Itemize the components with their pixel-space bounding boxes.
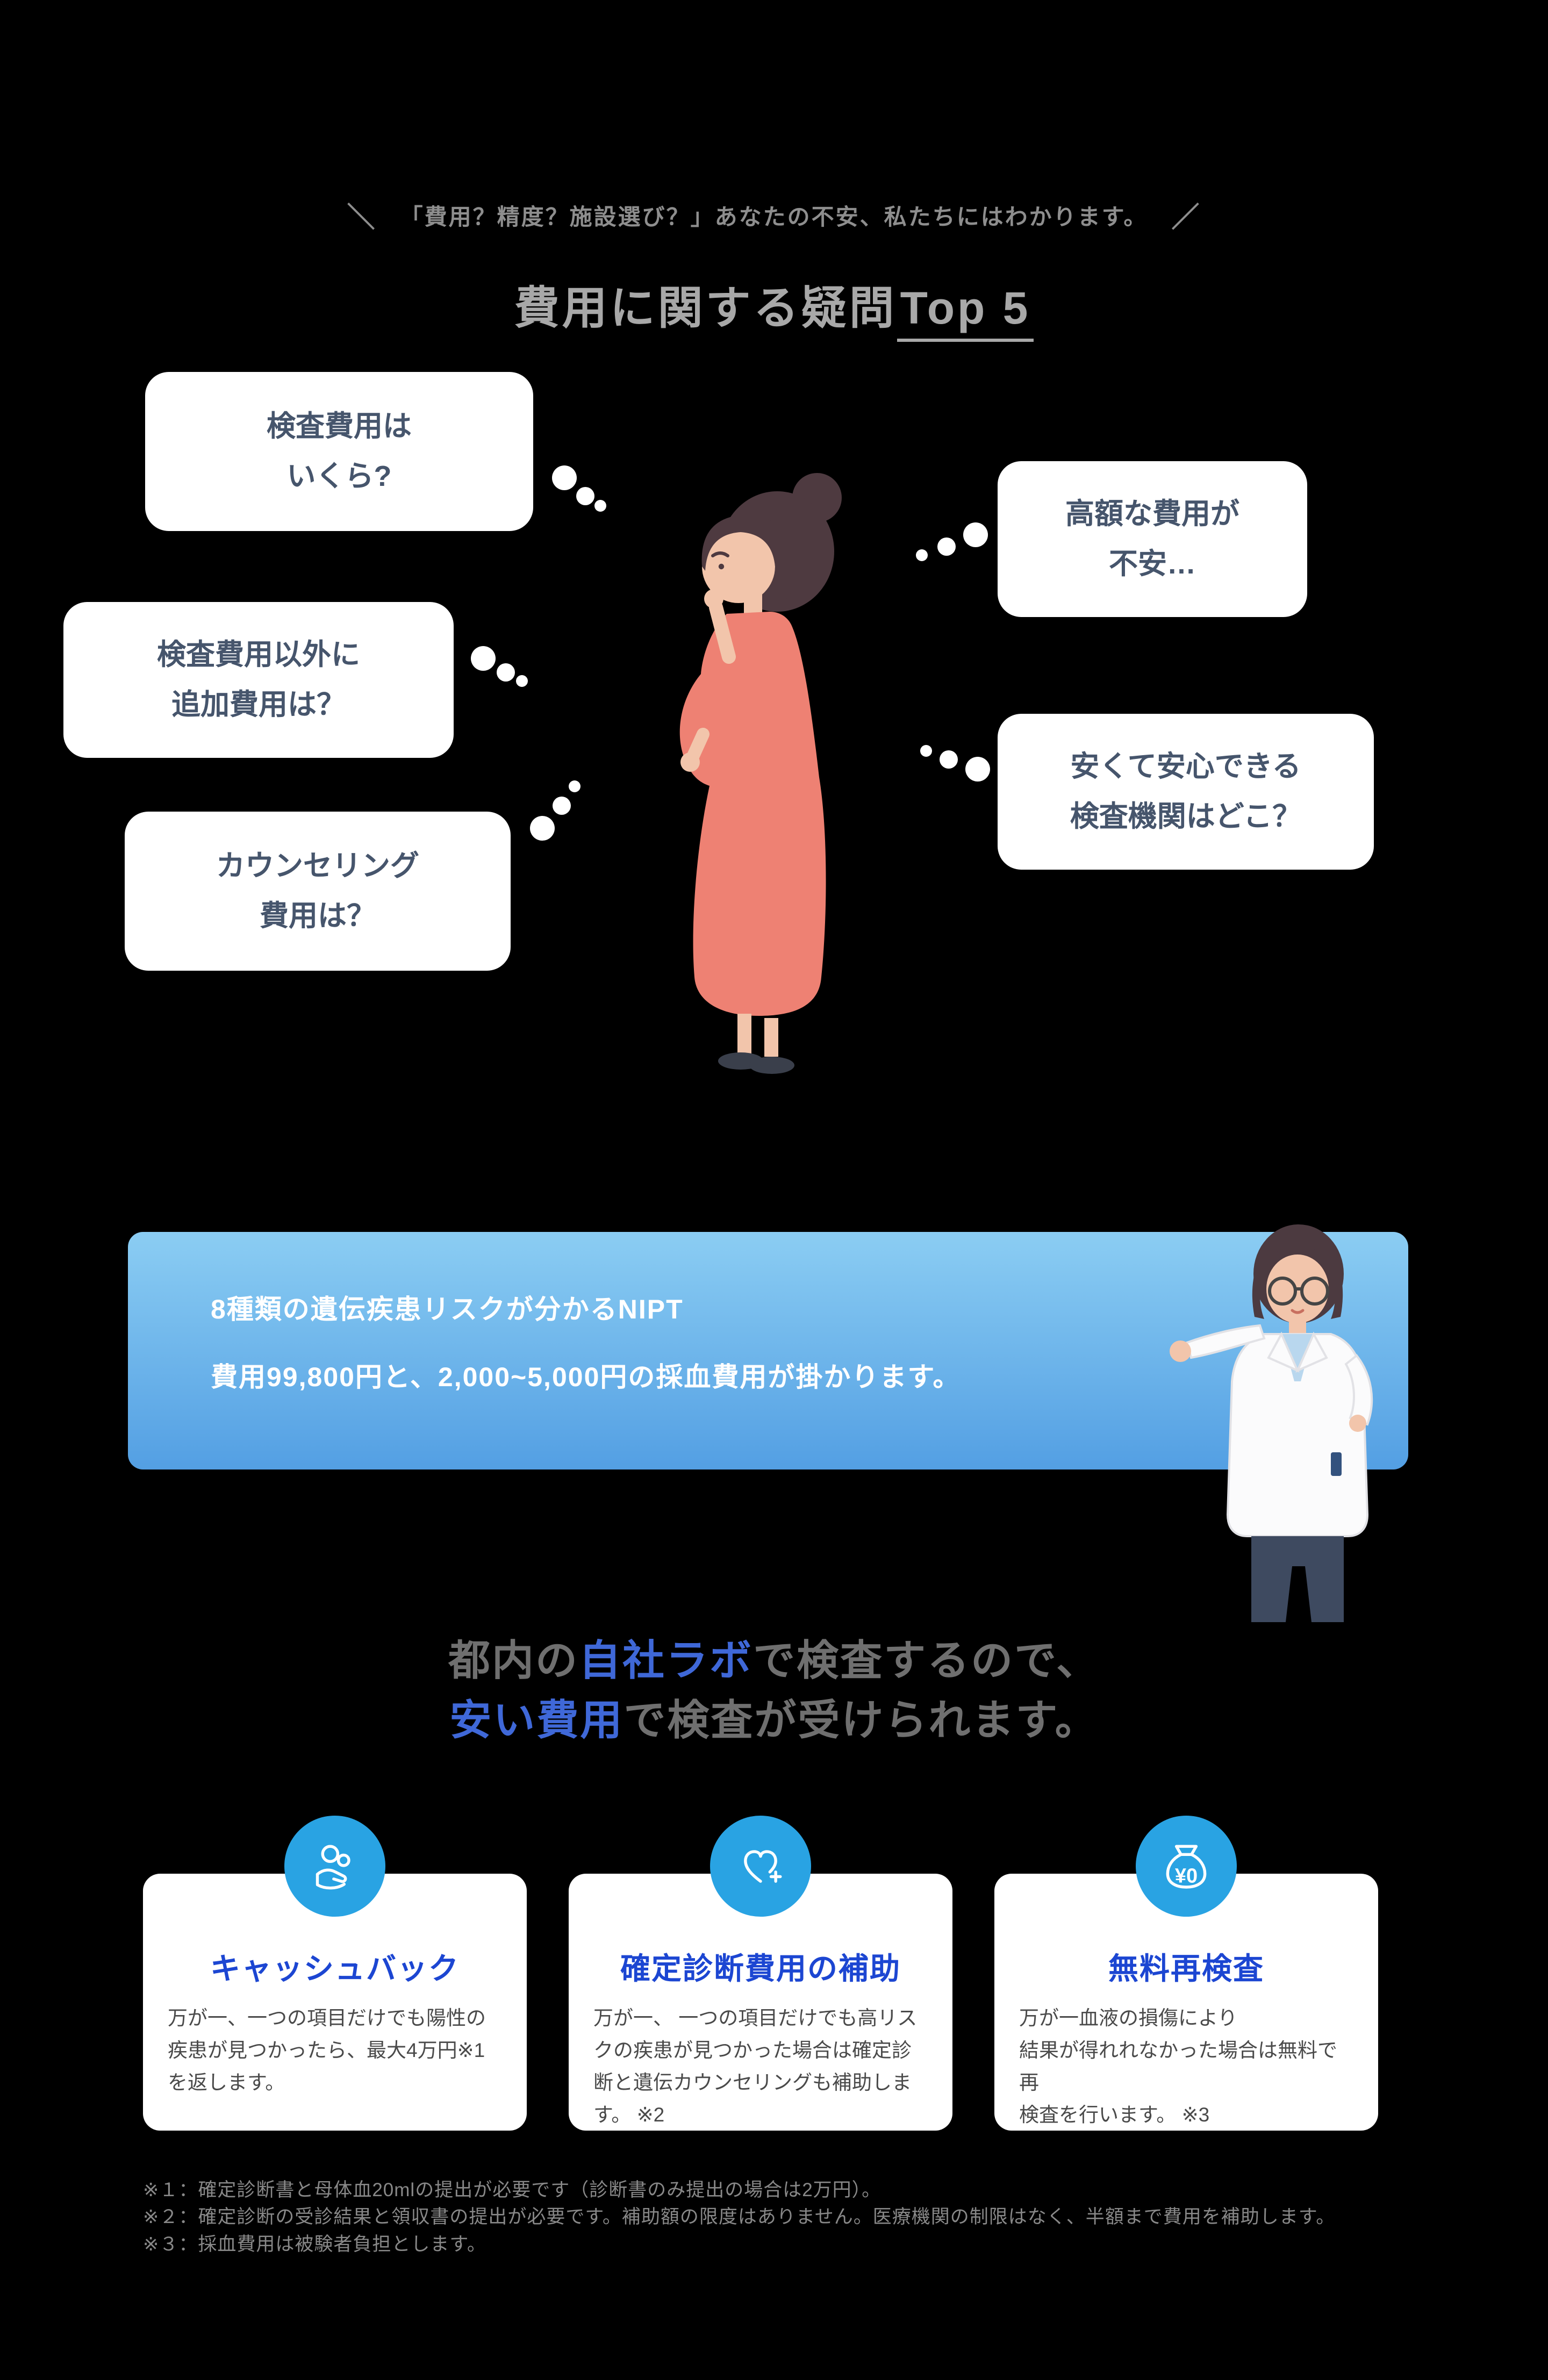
- bubble-line: 追加費用は？: [171, 689, 346, 721]
- thought-bubble-test-cost: 検査費用は いくら?: [145, 372, 533, 531]
- banner-line1: 8種類の遺伝疾患リスクが分かるNIPT: [211, 1294, 684, 1324]
- card-title: 確定診断費用の補助: [620, 1952, 901, 1985]
- bubble-line: 検査費用は: [267, 410, 412, 443]
- lab-heading-text: 都内の: [448, 1637, 579, 1684]
- thought-dot: [940, 750, 958, 769]
- thought-dot: [471, 646, 496, 671]
- thought-dot: [530, 816, 555, 841]
- tagline-right-slash-icon: ／: [1171, 202, 1201, 233]
- lab-heading-highlight: 自社ラボ: [579, 1637, 754, 1684]
- footnotes: ※１：確定診断書と母体血20mlの提出が必要です（診断書のみ提出の場合は2万円）…: [143, 2177, 1335, 2258]
- tagline-text: 「費用？精度？施設選び？」あなたの不安、私たちにはわかります。: [400, 204, 1148, 230]
- page-title: 費用に関する疑問Top 5: [0, 272, 1548, 342]
- footnote-3: ※３：採血費用は被験者負担とします。: [143, 2233, 486, 2255]
- thought-dot: [553, 797, 571, 815]
- lab-heading-line1: 都内の自社ラボで検査するので、: [0, 1631, 1548, 1690]
- banner-line2: 費用99,800円と、2,000~5,000円の採血費用が掛かります。: [211, 1362, 961, 1392]
- card-body: 万が一血液の損傷により 結果が得れれなかった場合は無料で再 検査を行います。 ※…: [1019, 2007, 1337, 2126]
- thought-dot: [965, 757, 990, 782]
- bubble-line: 費用は？: [260, 900, 376, 932]
- lab-heading: 都内の自社ラボで検査するので、 安い費用で検査が受けられます。: [0, 1631, 1548, 1750]
- card-body: 万が一、一つの項目だけでも陽性の疾患が見つかったら、最大4万円※1を返します。: [168, 2007, 486, 2094]
- lab-heading-text: で検査するので、: [753, 1637, 1100, 1684]
- heart-plus-icon: [710, 1816, 811, 1917]
- thought-dot: [516, 675, 528, 687]
- footnote-1: ※１：確定診断書と母体血20mlの提出が必要です（診断書のみ提出の場合は2万円）…: [143, 2180, 882, 2200]
- thought-dot: [497, 663, 515, 682]
- bubble-line: カウンセリング: [216, 850, 419, 883]
- cashback-hand-coin-icon: [284, 1816, 385, 1917]
- card-diagnosis-subsidy: 確定診断費用の補助 万が一、 一つの項目だけでも高リスクの疾患が見つかった場合は…: [569, 1816, 952, 2131]
- thought-bubble-counseling-cost: カウンセリング 費用は？: [125, 812, 511, 971]
- money-bag-icon: ¥0: [1136, 1816, 1237, 1917]
- thought-dot: [963, 522, 988, 547]
- thought-dot: [576, 487, 594, 505]
- thought-dot: [920, 745, 932, 757]
- tagline-left-slash-icon: ＼: [347, 202, 377, 233]
- thought-bubble-cheap-safe-lab: 安くて安心できる 検査機関はどこ？: [998, 714, 1374, 870]
- bubble-line: 安くて安心できる: [1070, 750, 1301, 783]
- card-body: 万が一、 一つの項目だけでも高リスクの疾患が見つかった場合は確定診断と遺伝カウン…: [593, 2007, 918, 2126]
- thought-bubble-expensive-worry: 高額な費用が 不安…: [998, 461, 1307, 617]
- money-bag-zero-label: ¥0: [1174, 1865, 1198, 1888]
- page-title-top5: Top 5: [897, 283, 1034, 342]
- card-cashback: キャッシュバック 万が一、一つの項目だけでも陽性の疾患が見つかったら、最大4万円…: [143, 1816, 527, 2131]
- card-title: キャッシュバック: [210, 1952, 460, 1985]
- bubble-line: 検査機関はどこ？: [1070, 800, 1302, 833]
- thought-dot: [937, 537, 956, 556]
- thought-dot: [552, 465, 577, 490]
- thought-bubble-extra-cost: 検査費用以外に 追加費用は？: [63, 602, 454, 758]
- lab-heading-line2: 安い費用で検査が受けられます。: [0, 1690, 1548, 1750]
- thought-dot: [594, 500, 606, 512]
- card-free-retest: ¥0 無料再検査 万が一血液の損傷により 結果が得れれなかった場合は無料で再 検…: [994, 1816, 1378, 2131]
- thought-dot: [569, 780, 580, 792]
- bubble-line: いくら?: [286, 460, 392, 492]
- pregnant-woman-illustration: [679, 473, 842, 1074]
- bubble-line: 検査費用以外に: [157, 639, 360, 671]
- lab-heading-text: で検査が受けられます。: [624, 1696, 1099, 1744]
- card-title: 無料再検査: [1108, 1952, 1264, 1985]
- footnote-2: ※２：確定診断の受診結果と領収書の提出が必要です。補助額の限度はありません。医療…: [143, 2206, 1336, 2228]
- bubble-line: 高額な費用が: [1065, 498, 1239, 531]
- doctor-illustration: [1170, 1224, 1373, 1622]
- bubble-line: 不安…: [1109, 548, 1196, 580]
- page-title-prefix: 費用に関する疑問: [514, 283, 897, 333]
- tagline: ＼ 「費用？精度？施設選び？」あなたの不安、私たちにはわかります。 ／: [0, 195, 1548, 235]
- thought-dot: [916, 549, 928, 561]
- lab-heading-highlight: 安い費用: [449, 1696, 624, 1744]
